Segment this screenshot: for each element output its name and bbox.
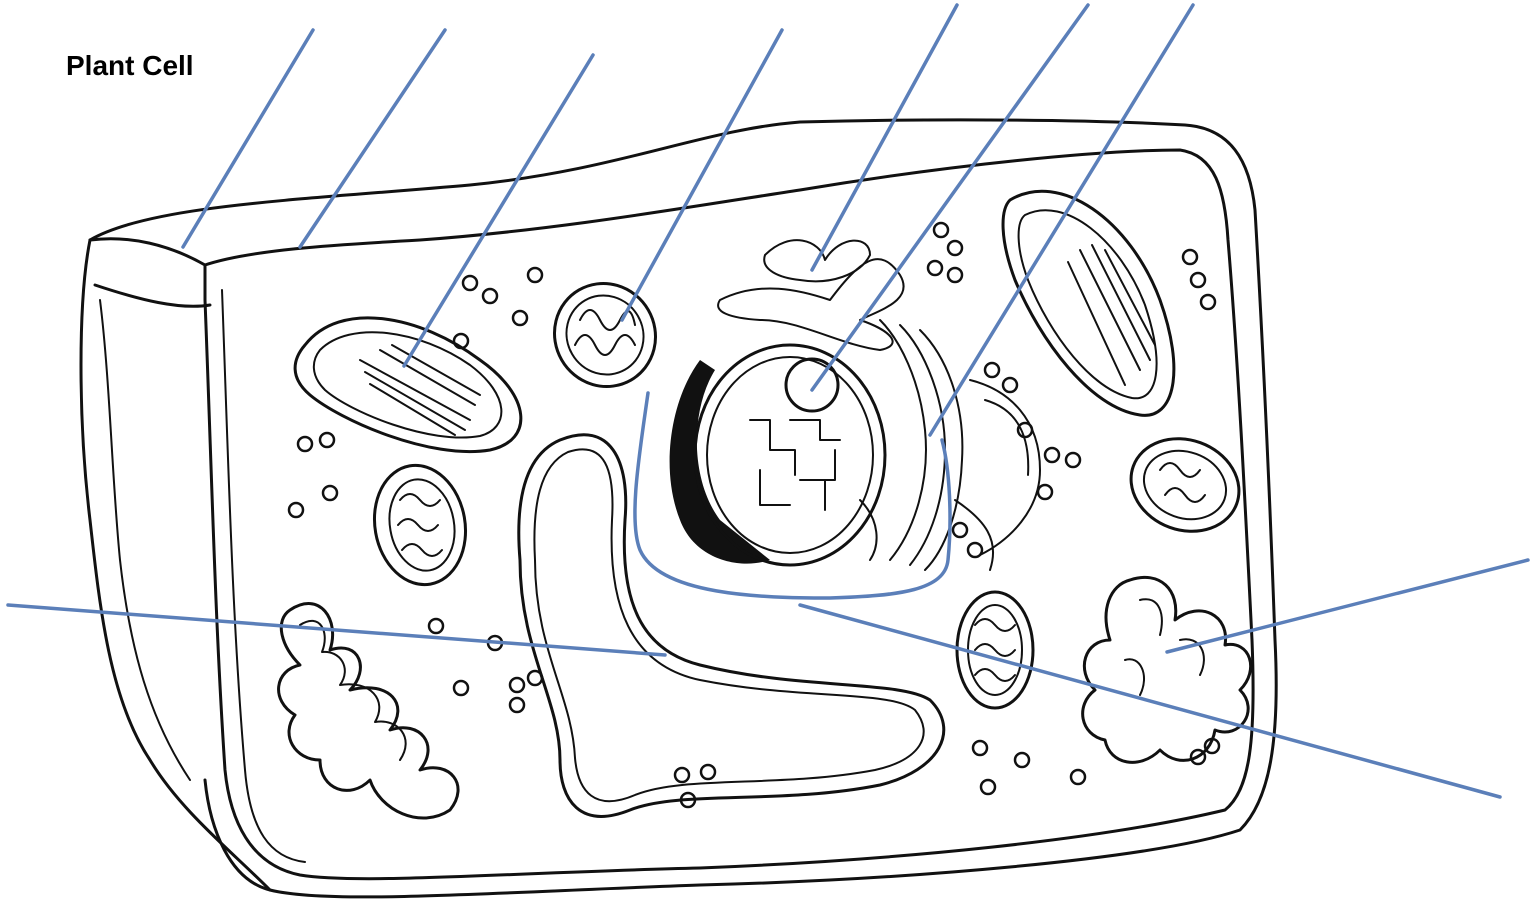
leader-line-1 — [183, 30, 313, 247]
leader-line-3 — [404, 55, 593, 366]
cell-membrane — [205, 150, 1253, 879]
nucleus — [670, 345, 885, 565]
vesicles — [289, 223, 1219, 807]
leader-line-7 — [930, 5, 1193, 435]
leader-line-9 — [1167, 560, 1528, 652]
chloroplast-top-left — [295, 318, 521, 452]
leader-line-4 — [622, 30, 782, 320]
organelle-bottom-right — [1083, 577, 1251, 762]
mitochondrion-1 — [536, 265, 675, 405]
leader-line-2 — [300, 30, 445, 247]
endoplasmic-reticulum — [718, 240, 962, 570]
mitochondrion-3 — [1118, 424, 1252, 546]
mitochondrion-2 — [365, 458, 474, 592]
chloroplast-top-right — [1003, 191, 1174, 415]
leader-line-10 — [800, 605, 1500, 797]
